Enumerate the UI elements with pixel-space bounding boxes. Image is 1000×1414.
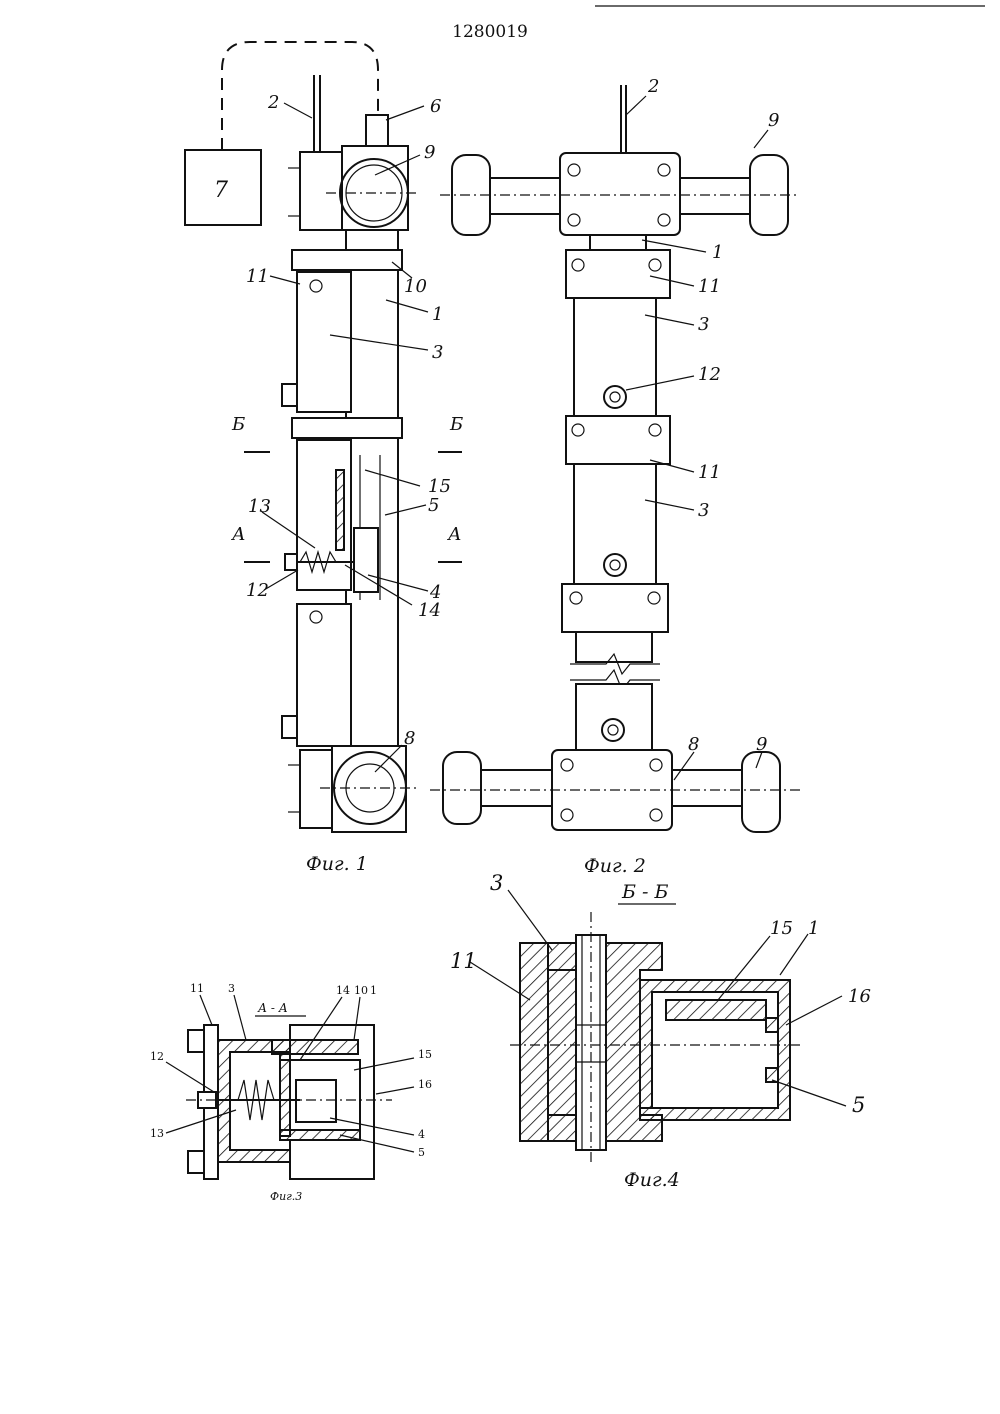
fig1-segment-lower: [297, 604, 351, 746]
fig1-label: Б: [231, 414, 245, 435]
fig1-label: 11: [246, 266, 269, 287]
fig3-label: 4: [418, 1128, 425, 1141]
fig4-label: 3: [490, 871, 503, 895]
fig2-label: 12: [698, 364, 721, 385]
fig1-bottom-roller-housing: [332, 746, 406, 832]
fig2-clamp: [562, 584, 668, 632]
fig1-label: 12: [246, 580, 269, 601]
fig2-clamp: [566, 250, 670, 298]
figure-3: [166, 995, 414, 1179]
fig3-label: 13: [150, 1127, 164, 1140]
fig3-label: 11: [190, 982, 204, 995]
fig3-label: 12: [150, 1050, 164, 1063]
fig2-label: 9: [768, 110, 779, 131]
fig4-label: 1: [808, 918, 819, 939]
fig1-label: Б: [449, 414, 463, 435]
fig2-clamp: [566, 416, 670, 464]
fig1-label: 7: [214, 178, 228, 203]
fig4-section-title: Б - Б: [621, 881, 668, 903]
fig1-label: 5: [428, 495, 439, 516]
fig1-top-plate: [300, 152, 342, 230]
fig4-label: 11: [450, 949, 477, 973]
fig4-label: 16: [848, 986, 871, 1007]
fig3-label: 5: [418, 1146, 425, 1159]
fig3-label: 14: [336, 984, 350, 997]
fig1-shaft: [366, 115, 388, 147]
fig3-label: 16: [418, 1078, 432, 1091]
fig2-left-wheel-bottom: [443, 752, 481, 824]
fig1-label: 8: [404, 728, 415, 749]
fig1-cable-dashed: [222, 42, 378, 150]
fig4-labels: 3 15 1 11 16 5 Фиг.4: [450, 871, 871, 1191]
fig3-label: 10: [354, 984, 368, 997]
fig1-collar: [292, 250, 402, 270]
fig1-section-collar: [292, 418, 402, 438]
fig1-label: 6: [430, 96, 441, 117]
doc-number: 1280019: [452, 22, 528, 42]
fig4-plate: [520, 943, 548, 1141]
fig1-label: 2: [267, 92, 279, 113]
fig1-label: 10: [404, 276, 427, 297]
fig1-segment-upper: [297, 272, 351, 412]
fig2-label: 11: [698, 462, 721, 483]
fig1-caption: Фиг. 1: [306, 853, 368, 875]
fig4-label: 15: [770, 918, 793, 939]
fig2-label: 1: [712, 242, 723, 263]
fig1-label: 1: [432, 304, 443, 325]
fig3-label: 15: [418, 1048, 432, 1061]
fig1-label: А: [446, 524, 462, 545]
fig3-section-title: А - А: [257, 1001, 288, 1015]
fig1-label: 14: [418, 600, 441, 621]
fig2-right-wheel-bottom: [742, 752, 780, 832]
fig1-label: 3: [432, 342, 443, 363]
fig2-label: 3: [698, 500, 709, 521]
fig1-label: А: [230, 524, 246, 545]
fig3-label: 1: [370, 984, 377, 997]
fig2-segment: [574, 464, 656, 584]
fig3-caption: Фиг.3: [270, 1190, 302, 1203]
fig1-label: 15: [428, 476, 451, 497]
fig2-caption: Фиг. 2: [584, 855, 646, 877]
fig2-label: 9: [756, 734, 767, 755]
fig2-label: 8: [688, 734, 699, 755]
fig2-label: 11: [698, 276, 721, 297]
fig2-label: 2: [647, 76, 659, 97]
fig1-label: 13: [248, 496, 271, 517]
fig2-segment: [574, 298, 656, 416]
fig2-label: 3: [698, 314, 709, 335]
figure-1: [185, 42, 462, 832]
fig4-label: 5: [852, 1093, 865, 1117]
figure-2: [430, 85, 800, 832]
fig3-sensor: [296, 1080, 336, 1122]
fig3-label: 3: [228, 982, 235, 995]
fig1-label: 9: [424, 142, 435, 163]
fig4-caption: Фиг.4: [624, 1169, 680, 1191]
